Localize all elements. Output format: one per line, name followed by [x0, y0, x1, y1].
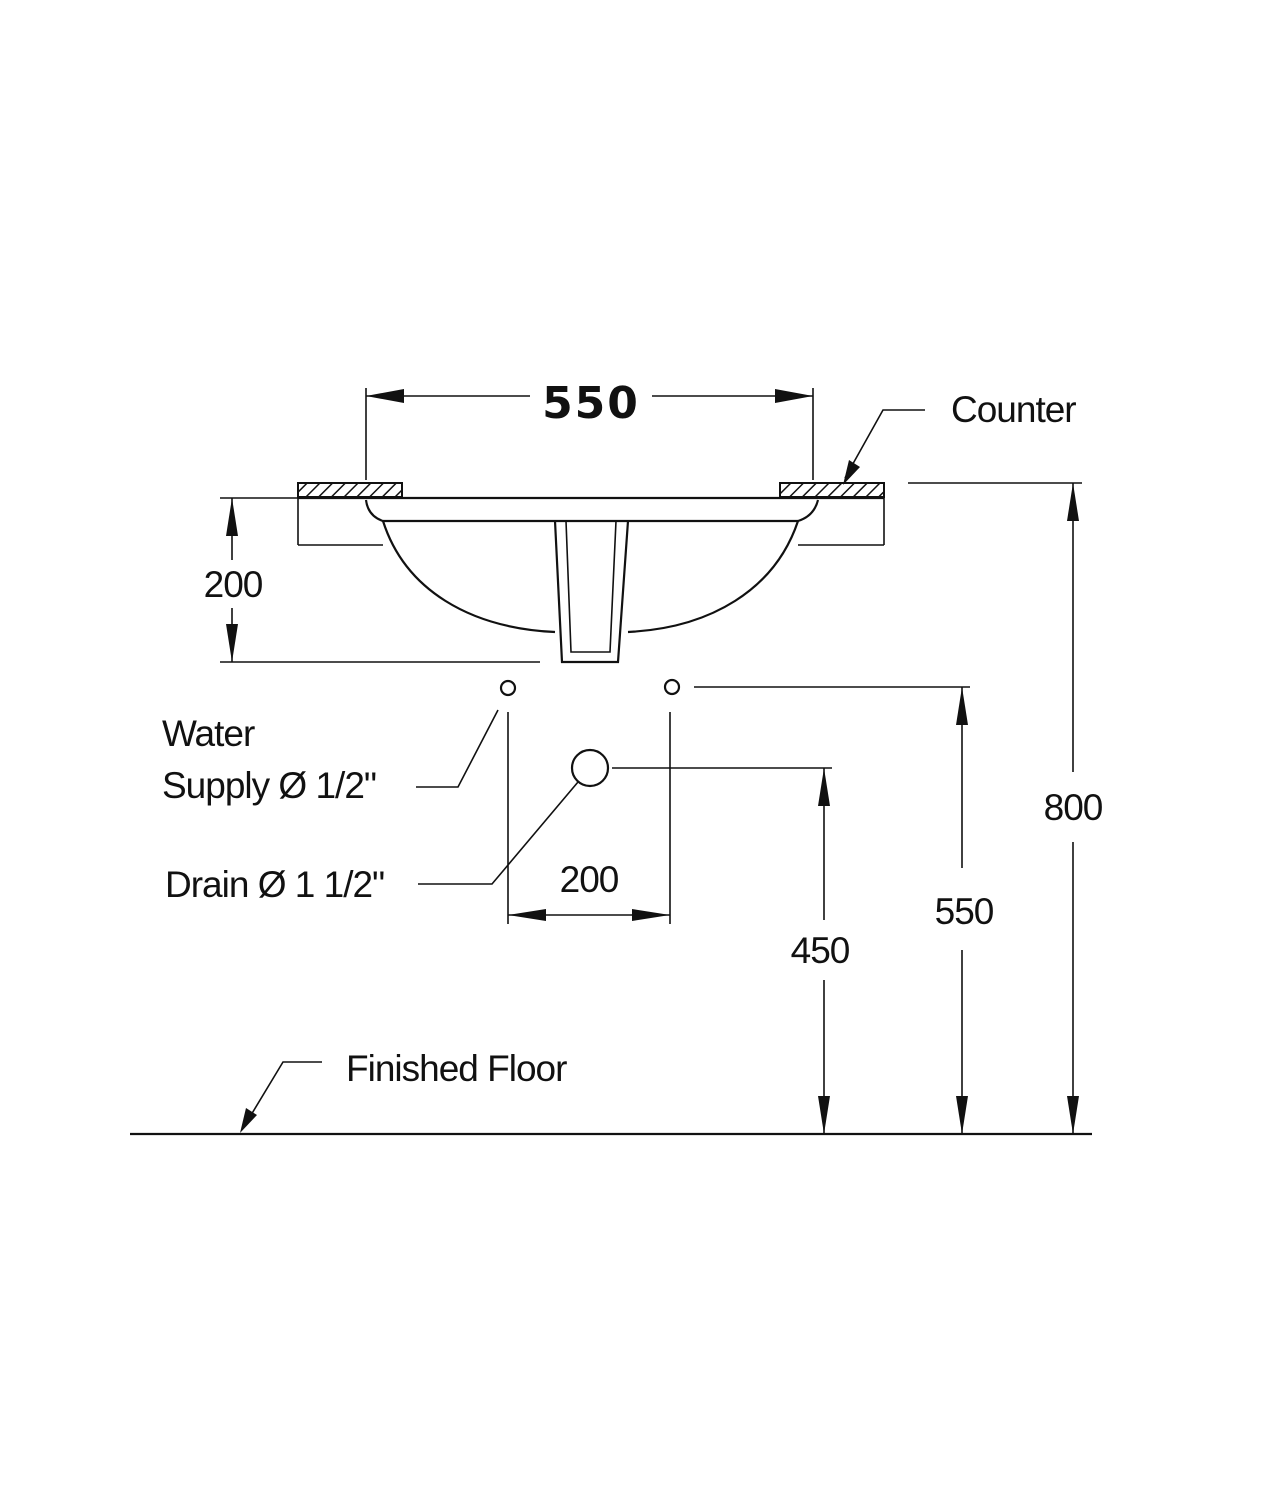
drain-icon: [570, 748, 610, 788]
drain-leader: [418, 781, 579, 885]
counter-leader: [843, 409, 925, 485]
water-supply-label-line2: Supply Ø 1/2": [162, 765, 376, 806]
bowl-depth-label: 200: [204, 564, 263, 605]
water-supply-right-icon: [663, 678, 681, 696]
counter-slab-right: [779, 482, 885, 498]
finished-floor-label: Finished Floor: [346, 1048, 567, 1089]
sink-basin: [297, 496, 885, 664]
counter-slab-left: [297, 482, 403, 498]
drain-height-dimension: [612, 767, 832, 1134]
bowl-width-label: 550: [542, 378, 640, 429]
counter-height-dimension: [908, 482, 1082, 1134]
counter-height-label: 800: [1044, 787, 1103, 828]
drain-height-label: 450: [791, 930, 850, 971]
water-supply-left-icon: [499, 679, 517, 697]
water-supply-label-line1: Water: [162, 713, 255, 754]
counter-label: Counter: [951, 389, 1076, 430]
finished-floor-leader: [240, 1061, 322, 1133]
supply-height-label: 550: [935, 891, 994, 932]
bowl-depth-dimension: [220, 497, 540, 663]
supply-spacing-dimension: [507, 712, 671, 924]
water-supply-leader: [416, 709, 499, 788]
width-dimension: [365, 388, 814, 480]
supply-spacing-label: 200: [560, 859, 619, 900]
supply-height-dimension: [694, 686, 970, 1134]
drain-label: Drain Ø 1 1/2": [165, 864, 384, 905]
